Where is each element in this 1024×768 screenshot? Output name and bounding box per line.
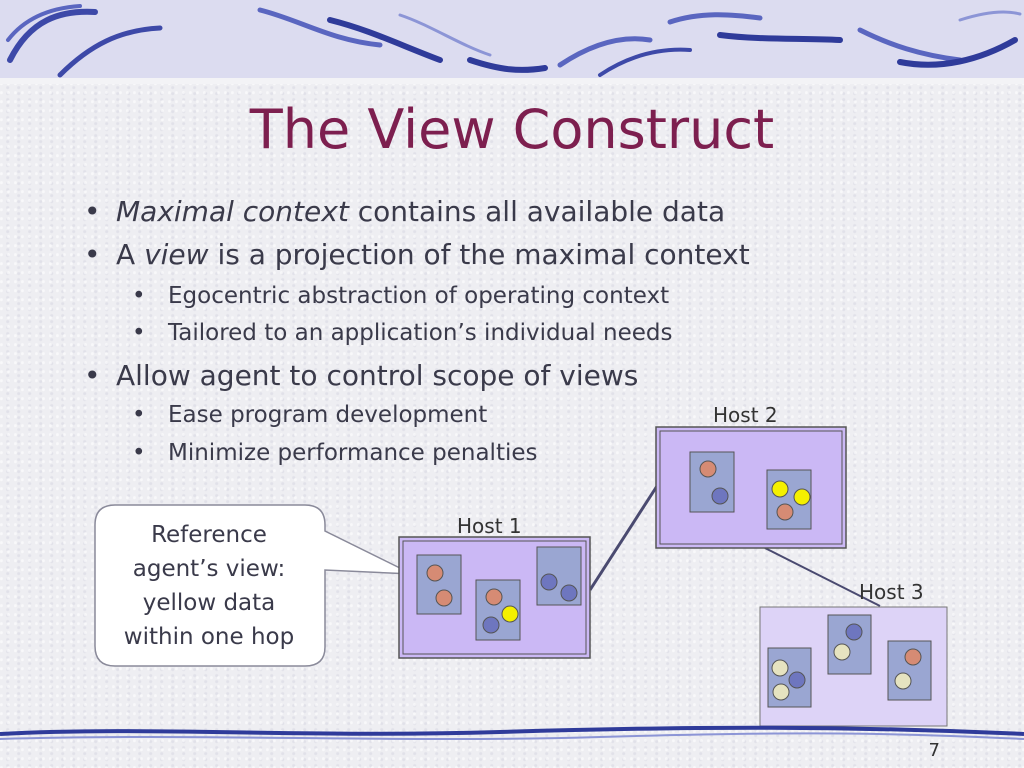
dot-blue [482, 616, 500, 634]
dot-cream [833, 643, 851, 661]
dot-yellow [771, 480, 789, 498]
dot-orange [426, 564, 444, 582]
bullet-maximal-context: •Maximal context contains all available … [84, 195, 726, 228]
dot-cream [894, 672, 912, 690]
dot-blue [845, 623, 863, 641]
callout-text: Reference agent’s view: yellow data with… [123, 522, 295, 650]
host3-agent-a [827, 614, 872, 675]
link-host1-host2 [588, 485, 659, 591]
footer-wave [0, 725, 1024, 736]
bullet-view-projection: •A view is a projection of the maximal c… [84, 238, 750, 271]
page-number: 7 [928, 740, 940, 761]
bullet-agent-scope: •Allow agent to control scope of views [84, 359, 639, 392]
dot-orange [485, 588, 503, 606]
dot-blue [788, 671, 806, 689]
subbullet-tailored: •Tailored to an application’s individual… [132, 320, 673, 346]
subbullet-ease-development: •Ease program development [132, 402, 488, 428]
host2-box [655, 426, 847, 549]
subbullet-egocentric: •Egocentric abstraction of operating con… [132, 283, 670, 309]
link-host2-host3 [764, 547, 881, 607]
dot-orange [435, 589, 453, 607]
top-decorative-band [0, 0, 1024, 82]
host2-label: Host 2 [713, 403, 778, 427]
dot-blue [540, 573, 558, 591]
dot-cream [772, 683, 790, 701]
dot-orange [904, 648, 922, 666]
subbullet-performance: •Minimize performance penalties [132, 440, 538, 466]
header-rule [0, 78, 1024, 84]
callout-bubble [94, 504, 413, 667]
dot-blue [711, 487, 729, 505]
wave-decoration [6, 4, 1022, 78]
host1-agent-a [416, 554, 462, 615]
dot-orange [776, 503, 794, 521]
dot-yellow [501, 605, 519, 623]
dot-orange [699, 460, 717, 478]
host1-label: Host 1 [457, 514, 522, 538]
dot-cream [771, 659, 789, 677]
host3-label: Host 3 [859, 580, 924, 604]
slide-title: The View Construct [249, 98, 775, 161]
dot-blue [560, 584, 578, 602]
dot-yellow [793, 488, 811, 506]
host2-agent-a [689, 451, 735, 513]
